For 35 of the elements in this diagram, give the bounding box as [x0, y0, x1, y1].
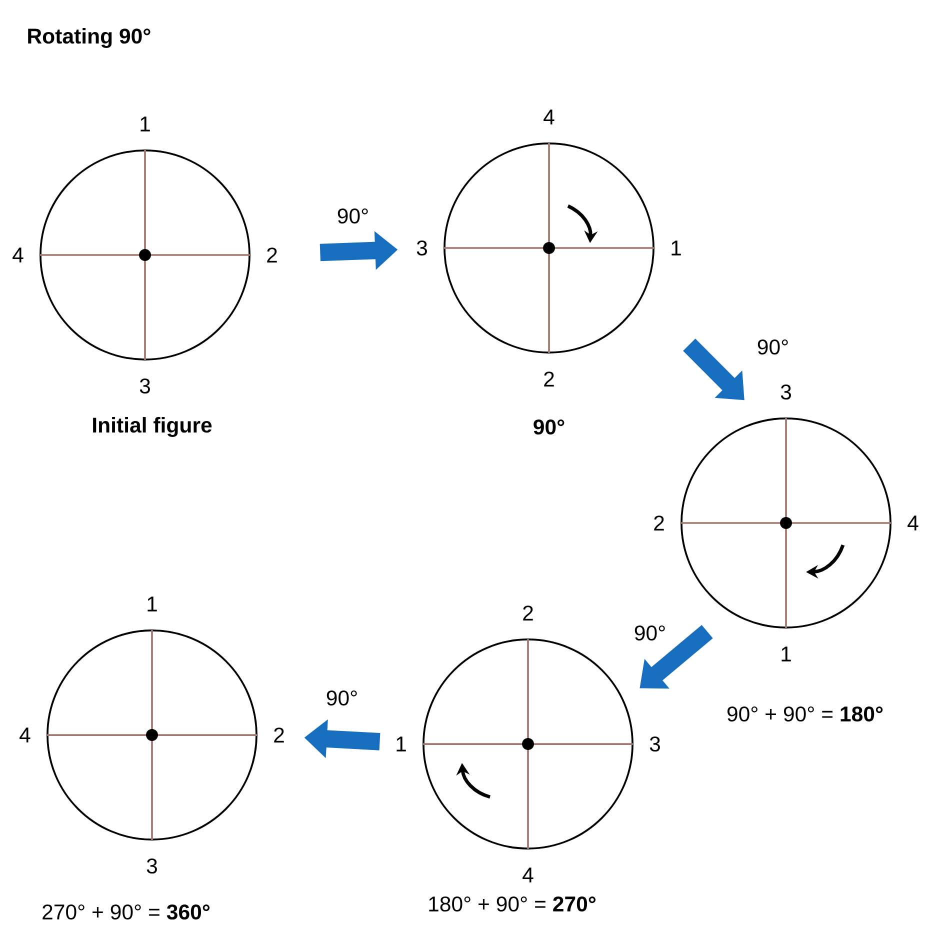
- point-number: 3: [416, 240, 427, 256]
- angle-caption: 90°: [534, 419, 564, 435]
- point-number: 4: [20, 728, 30, 742]
- edge-label: 90°: [338, 208, 368, 224]
- point-number: 2: [267, 248, 277, 262]
- point-number: 4: [12, 248, 24, 262]
- circle-drawing: [443, 142, 655, 354]
- point-number: 1: [396, 736, 406, 752]
- point-number: 4: [908, 516, 918, 530]
- angle-caption: 180° + 90° = 270°: [429, 896, 596, 912]
- point-number: 1: [148, 596, 157, 612]
- point-number: 3: [146, 858, 157, 874]
- circle-drawing: [39, 149, 251, 361]
- circle-drawing: [46, 629, 258, 841]
- point-number: 2: [523, 606, 533, 620]
- point-number: 1: [782, 646, 791, 662]
- angle-caption: 270° + 90° = 360°: [42, 904, 210, 920]
- point-number: 1: [140, 116, 150, 132]
- point-number: 2: [274, 728, 284, 742]
- edge-label: 90°: [326, 690, 357, 706]
- point-number: 3: [140, 378, 150, 394]
- circle-drawing: [422, 638, 634, 850]
- point-number: 3: [650, 736, 660, 752]
- point-number: 4: [544, 110, 554, 124]
- point-number: 3: [780, 384, 791, 400]
- point-number: 2: [544, 372, 554, 386]
- circle-drawing: [680, 417, 892, 629]
- angle-caption: 90° + 90° = 180°: [728, 706, 883, 722]
- edge-label: 90°: [758, 339, 788, 355]
- angle-caption: Initial figure: [93, 417, 212, 437]
- point-number: 2: [654, 516, 664, 530]
- point-number: 1: [672, 240, 681, 256]
- edge-label: 90°: [634, 625, 665, 641]
- point-number: 4: [522, 868, 534, 882]
- title: Rotating 90°: [28, 28, 150, 48]
